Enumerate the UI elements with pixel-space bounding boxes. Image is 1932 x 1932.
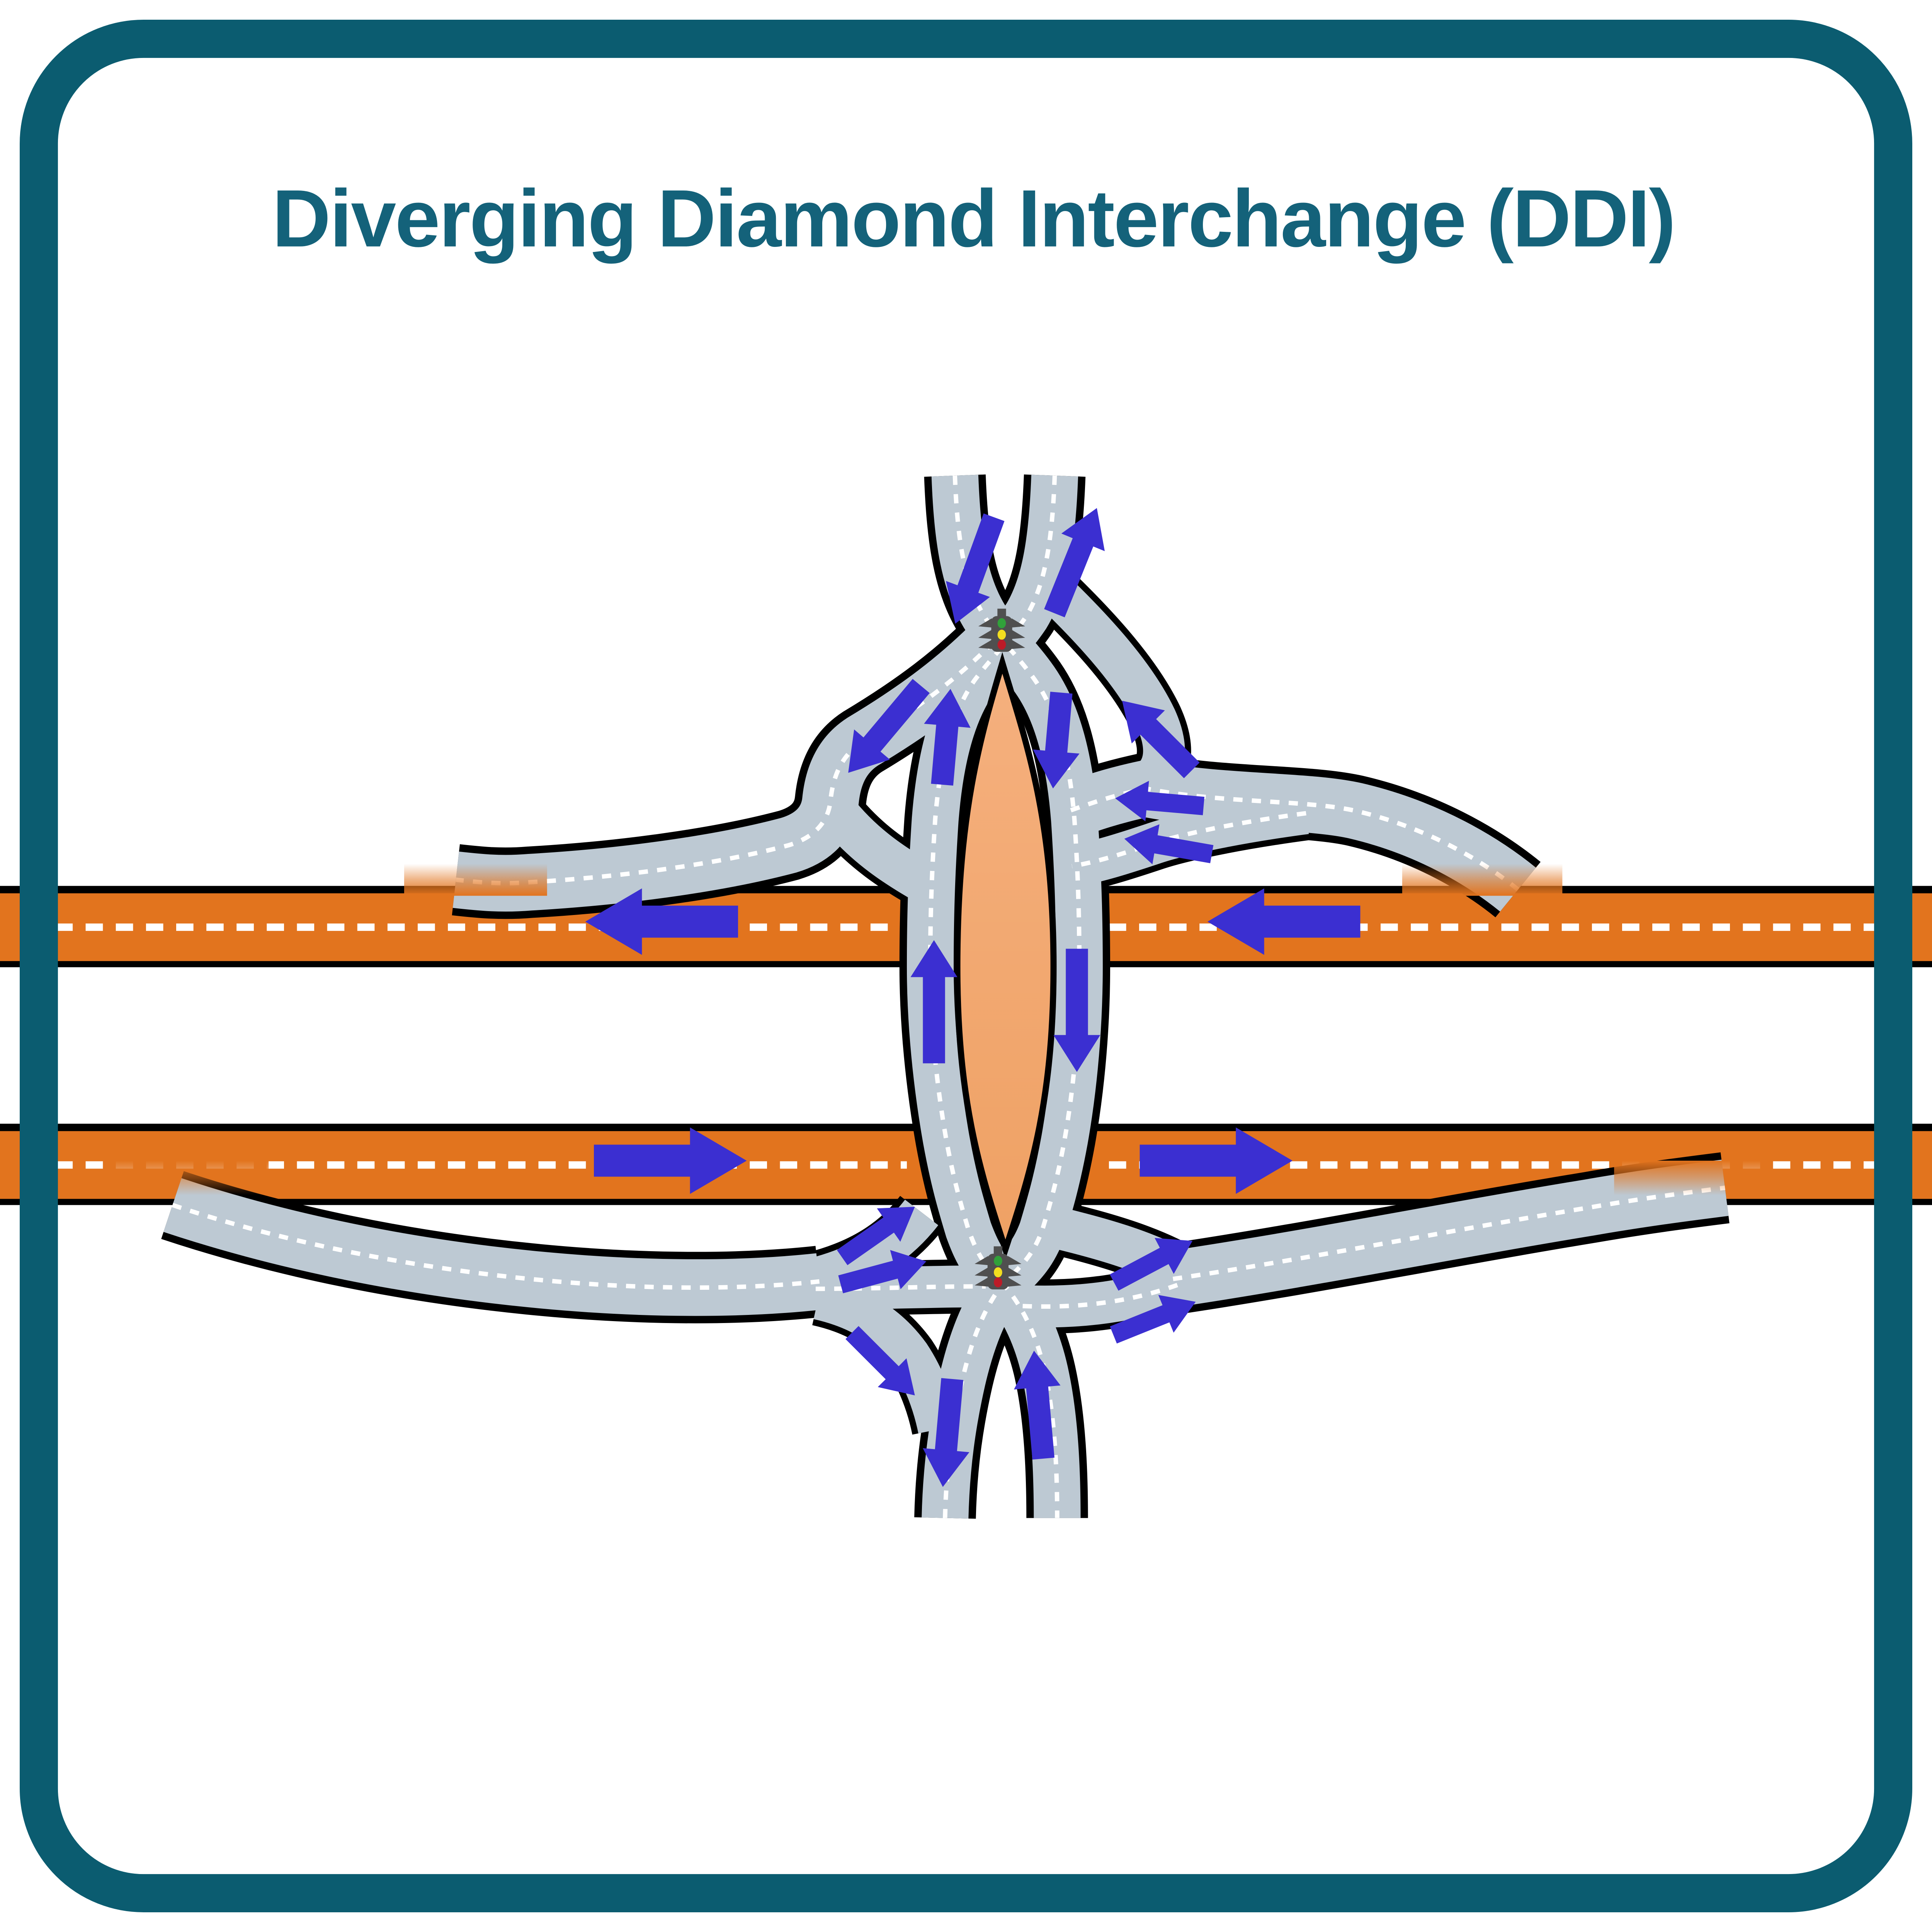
nw-onramp-fade — [404, 864, 547, 896]
signal-yellow-light — [997, 629, 1006, 640]
ne-ramp-fade — [1402, 864, 1563, 896]
signal-red-light — [994, 1277, 1002, 1287]
flow-arrow-sw-cluster-upper — [837, 1207, 915, 1265]
flow-arrow-nw-onramp-flow — [848, 679, 930, 773]
flow-arrow-sw-cluster-lower — [845, 1326, 915, 1396]
flow-arrow-ne-offramp-left-lane — [1115, 781, 1205, 821]
flow-arrow-nb-left-of-island-upper — [924, 689, 971, 786]
flow-arrow-nb-leaving-north — [1044, 508, 1105, 617]
border-frame — [20, 20, 1912, 1912]
flow-arrow-sb-entering-north — [946, 513, 1005, 624]
traffic-signals — [975, 609, 1026, 1290]
signal-green-light — [997, 618, 1006, 628]
flow-arrow-se-onramp-lower — [1110, 1295, 1196, 1344]
signal-red-light — [997, 639, 1006, 650]
flow-arrow-eb-left — [594, 1127, 747, 1194]
ramp-merge-fades — [111, 864, 1767, 1196]
flow-arrow-sb-right-of-island-upper — [1033, 692, 1080, 789]
sw-ramp-fade — [111, 1160, 269, 1196]
signal-yellow-light — [994, 1267, 1002, 1277]
flow-arrow-ne-offramp-right-turn — [1122, 701, 1200, 779]
south-crossover-signal-icon — [975, 1246, 1022, 1290]
flow-arrow-se-onramp-upper — [1110, 1238, 1193, 1291]
flow-arrow-nb-entering-south — [1014, 1350, 1061, 1460]
flow-arrows — [585, 508, 1361, 1487]
flow-arrow-wb-left — [585, 888, 738, 955]
central-island — [954, 652, 1057, 1259]
flow-arrow-sb-leaving-south — [923, 1378, 969, 1487]
flow-arrow-ne-offramp-lower-lane — [1124, 824, 1214, 864]
signal-green-light — [994, 1256, 1002, 1266]
flow-arrow-nb-left-of-island-lower — [910, 940, 957, 1063]
flow-arrow-wb-right — [1208, 888, 1361, 955]
flow-arrow-eb-right — [1139, 1127, 1293, 1194]
north-crossover-signal-icon — [978, 609, 1026, 652]
flow-arrow-sw-cluster-middle — [838, 1250, 927, 1293]
se-onramp-fade — [1614, 1160, 1767, 1196]
page-title: Diverging Diamond Interchange (DDI) — [272, 173, 1675, 264]
flow-arrow-sb-right-of-island-lower — [1053, 949, 1100, 1072]
